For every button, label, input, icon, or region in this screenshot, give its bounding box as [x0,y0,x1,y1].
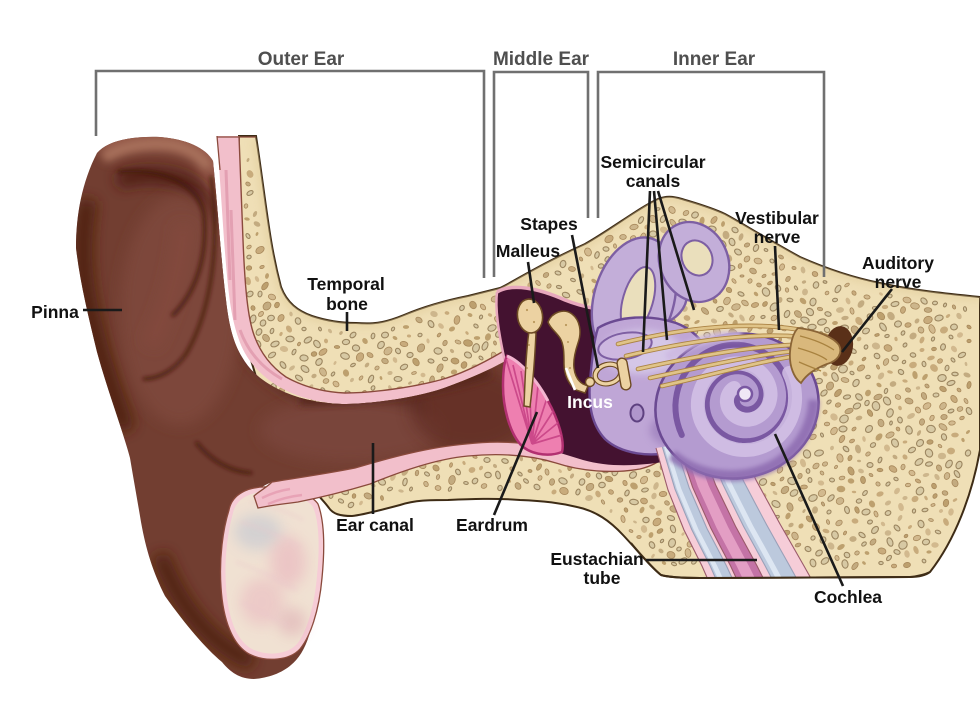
svg-text:canals: canals [626,171,681,191]
svg-text:nerve: nerve [754,227,801,247]
svg-text:Vestibular: Vestibular [735,208,819,228]
svg-text:Malleus: Malleus [496,241,560,261]
svg-text:tube: tube [584,568,621,588]
svg-text:Middle Ear: Middle Ear [493,49,590,70]
svg-text:Pinna: Pinna [31,302,79,322]
svg-text:Eustachian: Eustachian [550,549,643,569]
svg-text:Stapes: Stapes [520,214,578,234]
svg-text:Auditory: Auditory [862,253,934,273]
svg-text:Inner Ear: Inner Ear [673,49,756,70]
svg-text:Ear canal: Ear canal [336,515,414,535]
svg-text:Semicircular: Semicircular [600,152,705,172]
svg-text:Eardrum: Eardrum [456,515,528,535]
svg-text:bone: bone [326,294,368,314]
svg-text:Temporal: Temporal [307,274,384,294]
svg-text:Cochlea: Cochlea [814,587,882,607]
svg-text:nerve: nerve [875,272,922,292]
svg-text:Outer Ear: Outer Ear [258,49,345,70]
svg-text:Incus: Incus [567,392,613,412]
